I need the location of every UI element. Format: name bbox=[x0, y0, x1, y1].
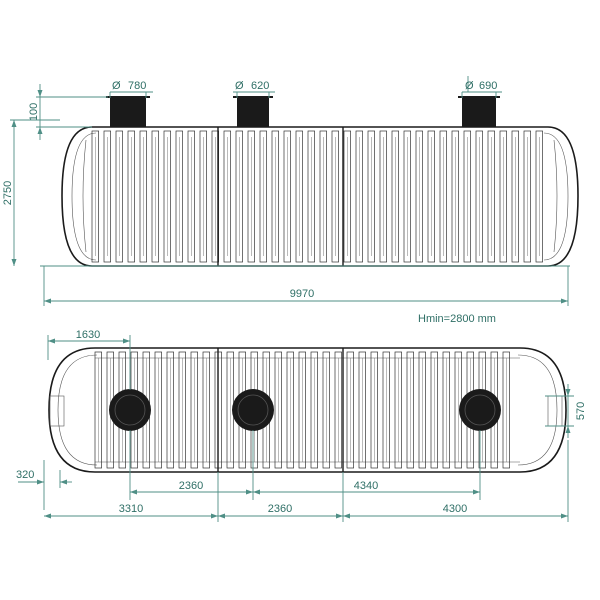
side-rib bbox=[223, 130, 231, 263]
side-view-ribs bbox=[91, 130, 543, 263]
wall-offset-label: 320 bbox=[16, 469, 34, 481]
side-rib bbox=[175, 130, 183, 263]
side-rib bbox=[127, 130, 135, 263]
plan-rib bbox=[394, 351, 402, 469]
diameter-label-780: 780 bbox=[128, 80, 146, 92]
side-rib bbox=[355, 130, 363, 263]
side-rib bbox=[331, 130, 339, 263]
plan-rib bbox=[94, 351, 102, 469]
side-rib bbox=[271, 130, 279, 263]
plan-rib bbox=[502, 351, 510, 469]
bottom-2360-label: 2360 bbox=[268, 503, 292, 515]
side-rib bbox=[319, 130, 327, 263]
side-rib bbox=[535, 130, 543, 263]
side-rib bbox=[151, 130, 159, 263]
plan-rib bbox=[346, 351, 354, 469]
side-rib bbox=[283, 130, 291, 263]
spacing-2360-label: 2360 bbox=[179, 480, 203, 492]
bottom-3310-label: 3310 bbox=[119, 503, 143, 515]
plan-view-tank-outline bbox=[48, 347, 567, 473]
side-rib bbox=[511, 130, 519, 263]
side-rib bbox=[343, 130, 351, 263]
side-rib bbox=[463, 130, 471, 263]
side-rib bbox=[391, 130, 399, 263]
side-rib bbox=[163, 130, 171, 263]
plan-rib bbox=[298, 351, 306, 469]
plan-rib bbox=[202, 351, 210, 469]
plan-view-ribs bbox=[94, 351, 510, 469]
side-rib bbox=[475, 130, 483, 263]
side-rib bbox=[199, 130, 207, 263]
diameter-symbol-1: Ø bbox=[112, 80, 121, 92]
side-offset-label: 570 bbox=[575, 402, 587, 420]
diameter-label-620: 620 bbox=[251, 80, 269, 92]
diameter-symbol-3: Ø bbox=[465, 80, 474, 92]
side-rib bbox=[379, 130, 387, 263]
side-view bbox=[40, 96, 579, 267]
side-view-dimensions: Ø 780 Ø 620 Ø 690 100 2750 9970 Hmin=280… bbox=[2, 76, 569, 325]
side-rib bbox=[415, 130, 423, 263]
side-view-neck-1 bbox=[106, 96, 150, 127]
side-rib bbox=[235, 130, 243, 263]
end-offset-label: 1630 bbox=[76, 329, 100, 341]
side-rib bbox=[187, 130, 195, 263]
plan-rib bbox=[310, 351, 318, 469]
plan-rib bbox=[154, 351, 162, 469]
plan-rib bbox=[406, 351, 414, 469]
side-view-neck-2 bbox=[233, 96, 273, 127]
bottom-4300-label: 4300 bbox=[443, 503, 467, 515]
plan-rib bbox=[430, 351, 438, 469]
min-depth-label: Hmin=2800 mm bbox=[418, 313, 496, 325]
plan-rib bbox=[274, 351, 282, 469]
side-rib bbox=[403, 130, 411, 263]
plan-rib bbox=[418, 351, 426, 469]
tank-height-label: 2750 bbox=[2, 181, 14, 205]
plan-rib bbox=[286, 351, 294, 469]
side-rib bbox=[439, 130, 447, 263]
plan-rib bbox=[370, 351, 378, 469]
diameter-label-690: 690 bbox=[479, 80, 497, 92]
plan-rib bbox=[190, 351, 198, 469]
side-rib bbox=[139, 130, 147, 263]
plan-view-dimensions: 1630 570 320 2360 4340 3310 2360 4300 bbox=[16, 329, 587, 522]
plan-view-manhole-1 bbox=[109, 389, 151, 431]
plan-view-manhole-2 bbox=[232, 389, 274, 431]
side-rib bbox=[103, 130, 111, 263]
plan-rib bbox=[178, 351, 186, 469]
spacing-4340-label: 4340 bbox=[354, 480, 378, 492]
side-rib bbox=[307, 130, 315, 263]
side-rib bbox=[259, 130, 267, 263]
side-rib bbox=[523, 130, 531, 263]
plan-rib bbox=[382, 351, 390, 469]
plan-view bbox=[48, 347, 567, 473]
plan-rib bbox=[166, 351, 174, 469]
side-rib bbox=[247, 130, 255, 263]
side-rib bbox=[115, 130, 123, 263]
neck-height-label: 100 bbox=[28, 103, 40, 121]
tank-length-label: 9970 bbox=[290, 288, 314, 300]
side-rib bbox=[91, 130, 99, 263]
plan-view-manhole-3 bbox=[459, 389, 501, 431]
side-rib bbox=[499, 130, 507, 263]
plan-rib bbox=[358, 351, 366, 469]
side-rib bbox=[295, 130, 303, 263]
side-rib bbox=[427, 130, 435, 263]
side-rib bbox=[487, 130, 495, 263]
diameter-symbol-2: Ø bbox=[235, 80, 244, 92]
side-rib bbox=[451, 130, 459, 263]
side-view-neck-3 bbox=[458, 96, 500, 127]
plan-rib bbox=[322, 351, 330, 469]
plan-rib bbox=[442, 351, 450, 469]
side-rib bbox=[367, 130, 375, 263]
plan-rib bbox=[334, 351, 342, 469]
